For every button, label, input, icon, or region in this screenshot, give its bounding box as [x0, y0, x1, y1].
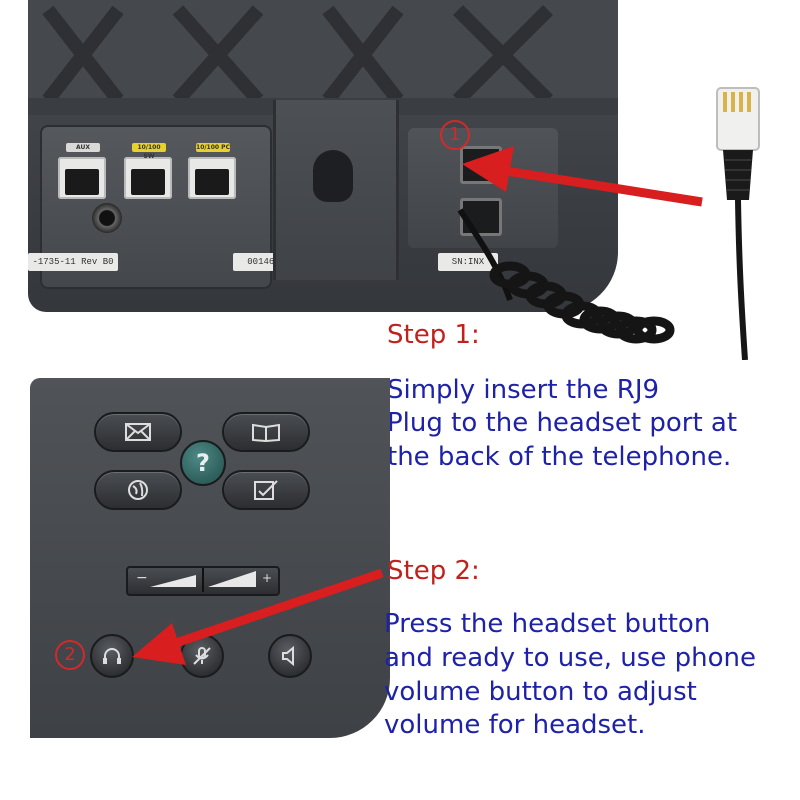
services-key [94, 470, 182, 510]
help-icon: ? [196, 449, 210, 477]
base-ribs [28, 0, 618, 115]
step1-line-3: the back of the telephone. [387, 441, 732, 472]
step2-line-1: Press the headset button [384, 609, 711, 639]
phone-back-photo: AUX 10/100 SW 10/100 PC -1735-11 Rev B0 … [28, 0, 618, 312]
headset-key [90, 634, 134, 678]
phone-front-photo: ? − + [30, 378, 390, 738]
handset-port-panel [408, 128, 558, 248]
step2-marker: 2 [55, 640, 85, 670]
checklist-icon [254, 480, 278, 500]
sw-port-tag: 10/100 SW [132, 143, 166, 160]
coiled-cord [457, 208, 675, 344]
volume-down-wedge [150, 575, 196, 587]
power-jack [92, 203, 122, 233]
pc-port-tag: 10/100 PC [196, 143, 230, 152]
volume-minus: − [136, 570, 148, 586]
step2-line-2: and ready to use, use phone [384, 642, 756, 673]
step2-title: Step 2: [387, 556, 480, 586]
pc-port: 10/100 PC [188, 143, 236, 199]
headset-icon [103, 648, 121, 664]
step1-title: Step 1: [387, 320, 480, 350]
rj9-plug-cable [716, 87, 760, 360]
book-icon [252, 423, 280, 442]
speaker-icon [282, 646, 294, 666]
settings-key [222, 470, 310, 510]
step2-arrow [132, 568, 384, 665]
mount-keyhole [313, 150, 353, 202]
sw-port: 10/100 SW [124, 143, 172, 199]
step2-line-3: volume button to adjust [384, 676, 697, 707]
volume-plus: + [261, 571, 272, 585]
aux-port-tag: AUX [66, 143, 100, 152]
globe-icon [128, 480, 148, 500]
step1-line-1: Simply insert the RJ9 [387, 375, 660, 405]
step1-line-2: Plug to the headset port at [387, 408, 738, 439]
envelope-icon [125, 423, 151, 441]
sticker-label-1: -1735-11 Rev B0 [28, 253, 118, 271]
directories-key [222, 412, 310, 452]
volume-key: − + [126, 566, 280, 596]
step2-instructions: Press the headset button and ready to us… [384, 608, 796, 743]
messages-key [94, 412, 182, 452]
step1-arrow [462, 146, 703, 207]
aux-port: AUX [58, 143, 106, 199]
step2-line-4: volume for headset. [384, 710, 646, 741]
step1-instructions: Simply insert the RJ9 Plug to the headse… [387, 374, 797, 474]
volume-up-wedge [208, 571, 256, 587]
speaker-key [268, 634, 312, 678]
help-key: ? [180, 440, 226, 486]
mute-icon [193, 647, 211, 665]
step1-marker: 1 [440, 120, 470, 150]
sticker-label-3: SN:INX [438, 253, 498, 271]
